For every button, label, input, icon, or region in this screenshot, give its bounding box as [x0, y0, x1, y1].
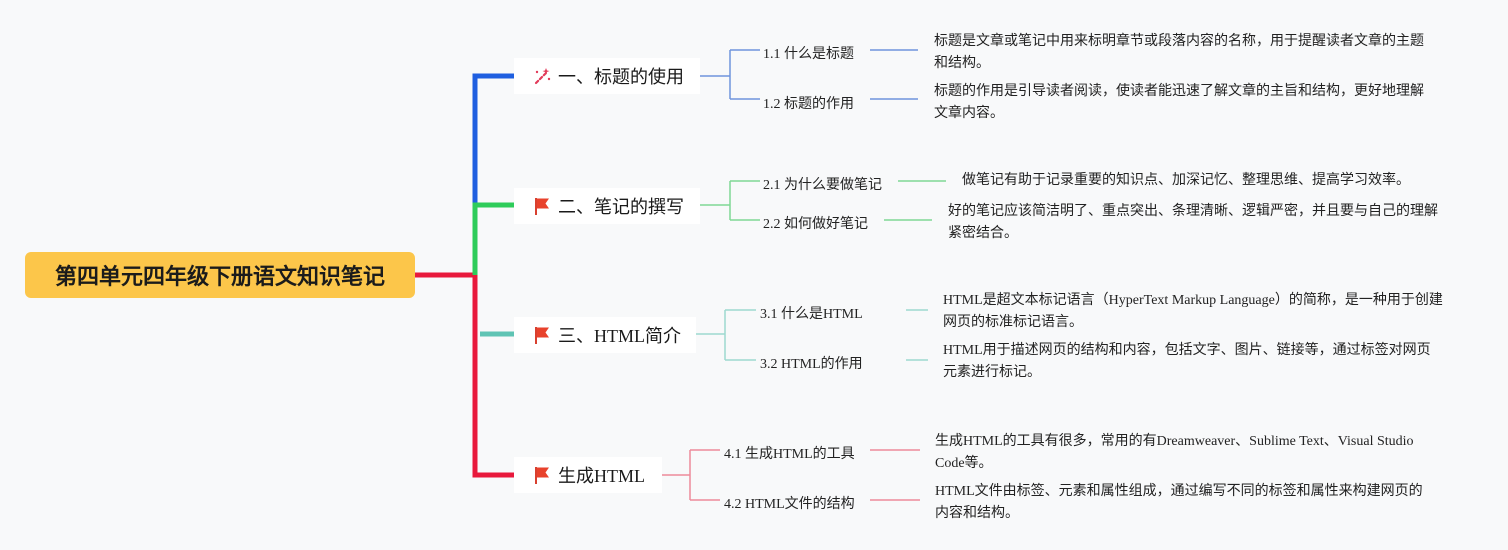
subtopic-label: 2.1 为什么要做笔记 — [763, 178, 882, 193]
detail-line: 元素进行标记。 — [943, 365, 1041, 380]
detail-line: 生成HTML的工具有很多，常用的有Dreamweaver、Sublime Tex… — [935, 434, 1414, 449]
detail-line: 网页的标准标记语言。 — [943, 315, 1083, 330]
subtopic-label: 4.2 HTML文件的结构 — [724, 497, 855, 512]
detail-html-tools: 生成HTML的工具有很多，常用的有Dreamweaver、Sublime Tex… — [935, 431, 1414, 475]
subtopic-label: 4.1 生成HTML的工具 — [724, 447, 855, 462]
detail-what-is-title: 标题是文章或笔记中用来标明章节或段落内容的名称，用于提醒读者文章的主题 和结构。 — [934, 31, 1424, 75]
detail-title-purpose: 标题的作用是引导读者阅读，使读者能迅速了解文章的主旨和结构，更好地理解 文章内容… — [934, 81, 1424, 125]
subtopic-why-notes[interactable]: 2.1 为什么要做笔记 — [763, 174, 882, 194]
detail-line: 标题是文章或笔记中用来标明章节或段落内容的名称，用于提醒读者文章的主题 — [934, 34, 1424, 49]
detail-line: 文章内容。 — [934, 106, 1004, 121]
branch-label: 一、标题的使用 — [558, 67, 684, 87]
red-flag-icon — [535, 327, 549, 344]
subtopic-title-purpose[interactable]: 1.2 标题的作用 — [763, 93, 854, 113]
subtopic-what-is-title[interactable]: 1.1 什么是标题 — [763, 43, 854, 63]
subtopic-label: 1.2 标题的作用 — [763, 97, 854, 112]
root-topic[interactable]: 第四单元四年级下册语文知识笔记 — [25, 252, 415, 298]
branch-label: 二、笔记的撰写 — [558, 197, 684, 217]
subtopic-label: 3.1 什么是HTML — [760, 307, 863, 322]
subtopic-label: 3.2 HTML的作用 — [760, 357, 863, 372]
branch-html-intro[interactable]: 三、HTML简介 — [514, 317, 696, 353]
detail-why-notes: 做笔记有助于记录重要的知识点、加深记忆、整理思维、提高学习效率。 — [962, 170, 1410, 192]
detail-line: HTML是超文本标记语言（HyperText Markup Language）的… — [943, 293, 1443, 308]
detail-line: 做笔记有助于记录重要的知识点、加深记忆、整理思维、提高学习效率。 — [962, 173, 1410, 188]
branch-connector-4 — [472, 275, 514, 478]
detail-html-purpose: HTML用于描述网页的结构和内容，包括文字、图片、链接等，通过标签对网页 元素进… — [943, 340, 1431, 384]
branch-label: 三、HTML简介 — [558, 326, 681, 346]
detail-html-structure: HTML文件由标签、元素和属性组成，通过编写不同的标签和属性来构建网页的 内容和… — [935, 481, 1423, 525]
branch-generate-html[interactable]: 生成HTML — [514, 457, 662, 493]
branch-connector-2 — [472, 202, 514, 275]
detail-what-is-html: HTML是超文本标记语言（HyperText Markup Language）的… — [943, 290, 1443, 334]
branch-note-writing[interactable]: 二、笔记的撰写 — [514, 188, 700, 224]
detail-how-notes: 好的笔记应该简洁明了、重点突出、条理清晰、逻辑严密，并且要与自己的理解 紧密结合… — [948, 201, 1438, 245]
detail-line: 标题的作用是引导读者阅读，使读者能迅速了解文章的主旨和结构，更好地理解 — [934, 84, 1424, 99]
subtopic-label: 2.2 如何做好笔记 — [763, 217, 868, 232]
red-flag-icon — [535, 198, 549, 215]
root-topic-label: 第四单元四年级下册语文知识笔记 — [54, 265, 385, 290]
detail-line: HTML文件由标签、元素和属性组成，通过编写不同的标签和属性来构建网页的 — [935, 484, 1423, 499]
branch-title-usage[interactable]: 一、标题的使用 — [514, 58, 700, 94]
subtopic-how-notes[interactable]: 2.2 如何做好笔记 — [763, 213, 868, 233]
subtopic-html-purpose[interactable]: 3.2 HTML的作用 — [760, 353, 863, 373]
detail-line: HTML用于描述网页的结构和内容，包括文字、图片、链接等，通过标签对网页 — [943, 343, 1431, 358]
subtopic-label: 1.1 什么是标题 — [763, 47, 854, 62]
detail-line: 紧密结合。 — [948, 226, 1018, 241]
subtopic-html-tools[interactable]: 4.1 生成HTML的工具 — [724, 443, 855, 463]
subtopic-what-is-html[interactable]: 3.1 什么是HTML — [760, 303, 863, 323]
red-flag-icon — [535, 467, 549, 484]
branch-connector-1 — [472, 73, 514, 275]
detail-line: 好的笔记应该简洁明了、重点突出、条理清晰、逻辑严密，并且要与自己的理解 — [948, 204, 1438, 219]
branch-label: 生成HTML — [558, 466, 645, 486]
detail-line: 内容和结构。 — [935, 506, 1019, 521]
subtopic-html-structure[interactable]: 4.2 HTML文件的结构 — [724, 493, 855, 513]
detail-line: Code等。 — [935, 456, 993, 471]
detail-line: 和结构。 — [934, 56, 990, 71]
magic-wand-icon — [534, 68, 551, 85]
